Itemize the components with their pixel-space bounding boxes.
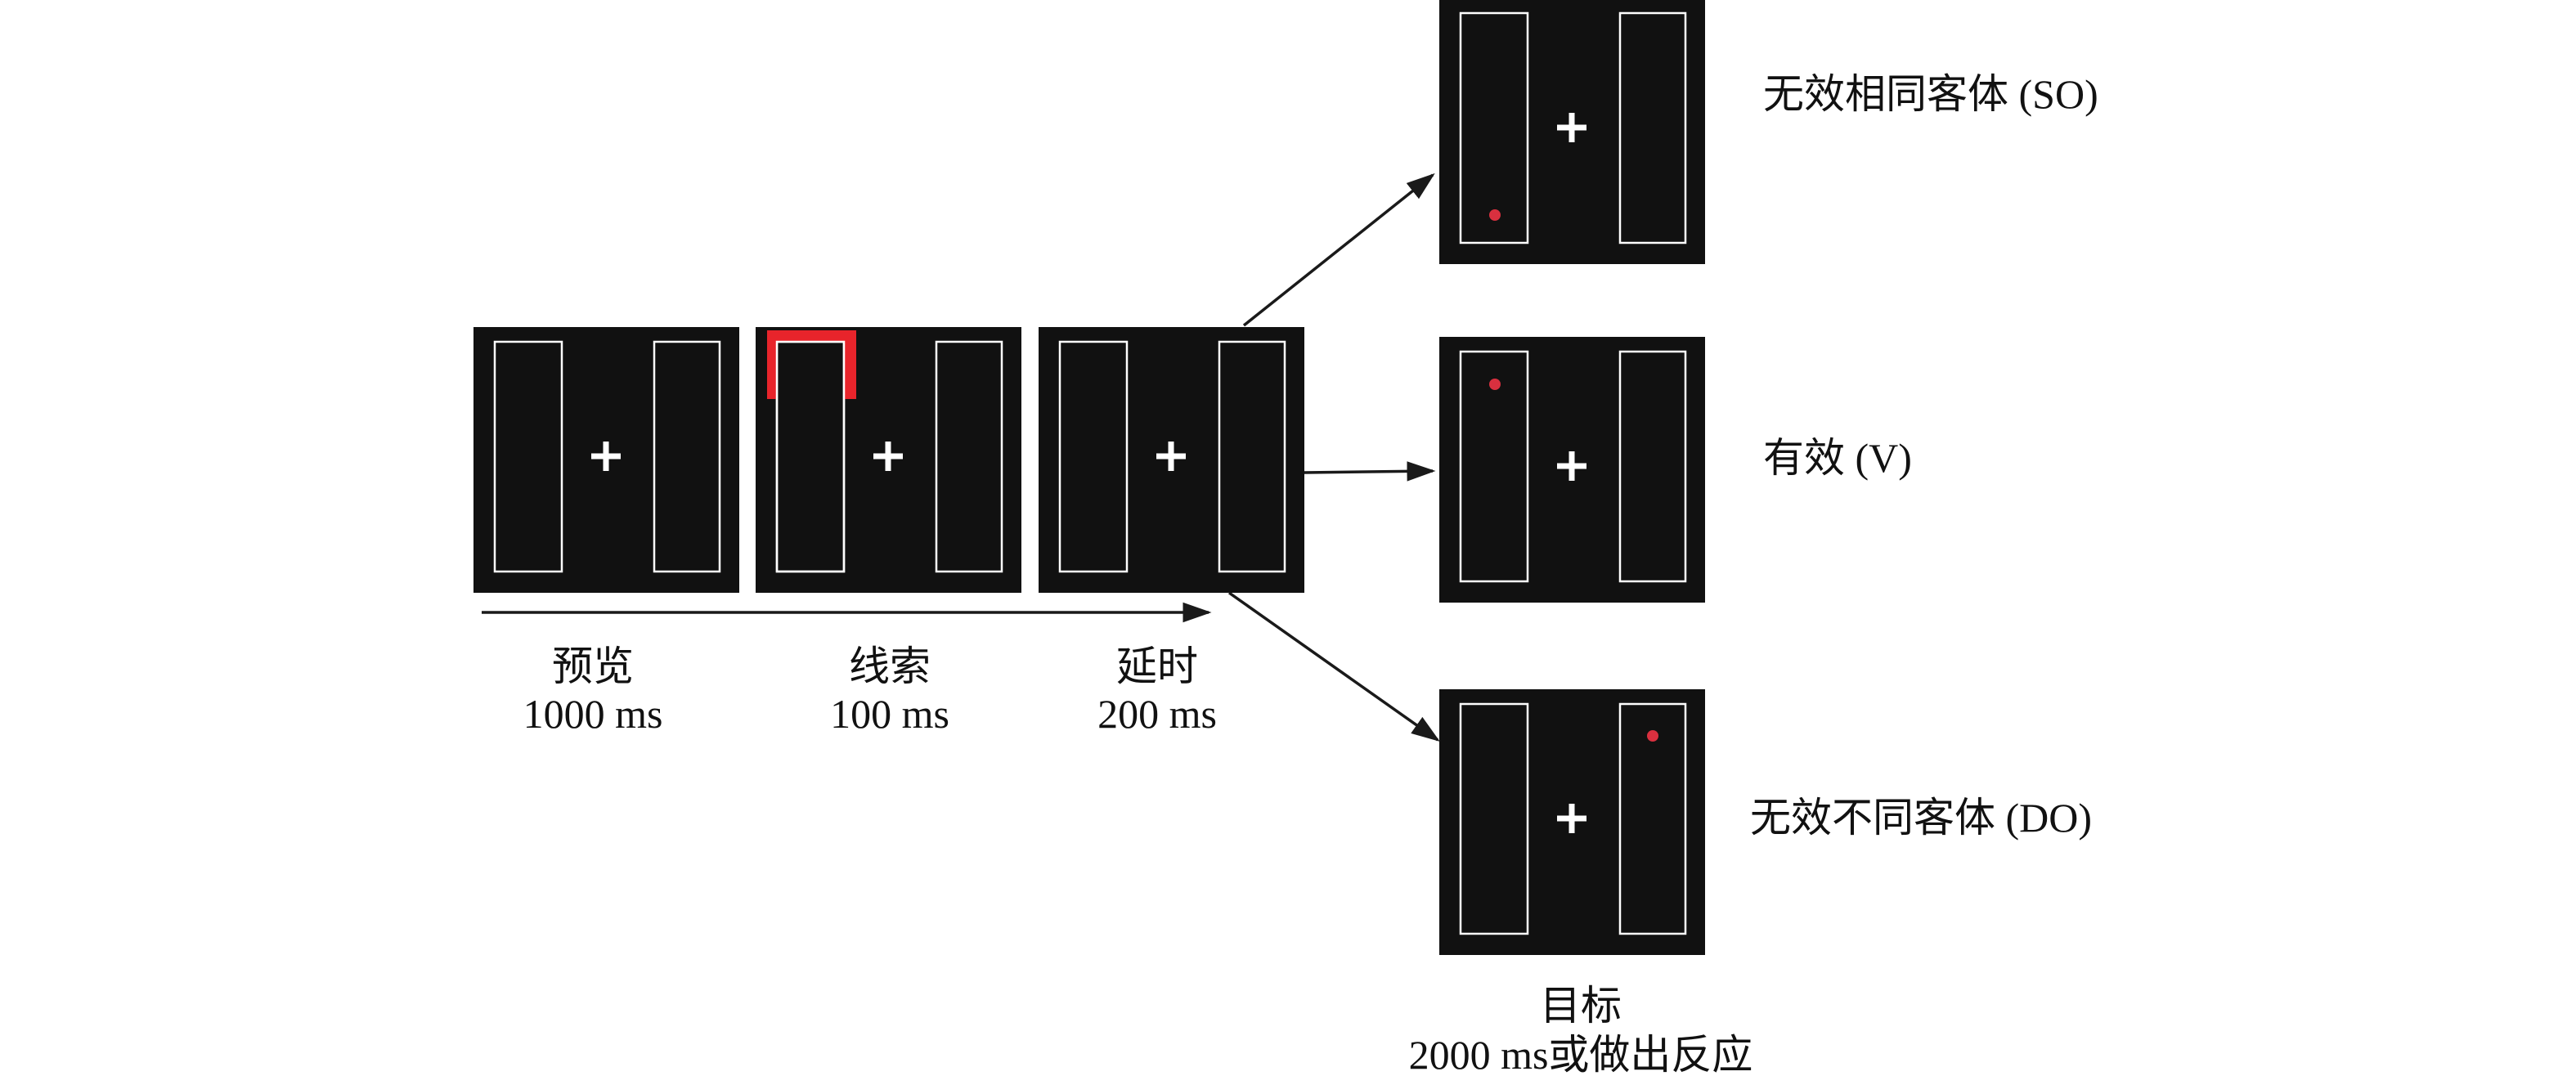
target-screen-so	[1439, 0, 1705, 264]
target-dot	[1489, 209, 1501, 221]
cue-duration: 100 ms	[830, 691, 949, 737]
delay-duration: 200 ms	[1097, 691, 1217, 737]
preview-screen	[473, 327, 739, 593]
condition-so-label: 无效相同客体 (SO)	[1763, 71, 2098, 117]
condition-v-label: 有效 (V)	[1763, 435, 1912, 481]
target-duration: 2000 ms或做出反应	[1409, 1032, 1753, 1078]
cue-label: 线索	[849, 643, 931, 689]
arrow-to-so	[1242, 173, 1435, 327]
arrow-to-v	[1304, 461, 1436, 482]
cue-screen	[756, 327, 1021, 593]
target-label: 目标	[1540, 983, 1622, 1029]
preview-duration: 1000 ms	[523, 691, 663, 737]
preview-label: 预览	[552, 643, 634, 689]
arrow-to-do	[1227, 591, 1440, 742]
target-dot	[1647, 730, 1658, 742]
target-dot	[1489, 379, 1501, 390]
target-screen-v	[1439, 337, 1705, 603]
target-screen-do	[1439, 689, 1705, 955]
delay-label: 延时	[1116, 643, 1198, 689]
delay-screen	[1039, 327, 1304, 593]
condition-do-label: 无效不同客体 (DO)	[1750, 795, 2092, 841]
